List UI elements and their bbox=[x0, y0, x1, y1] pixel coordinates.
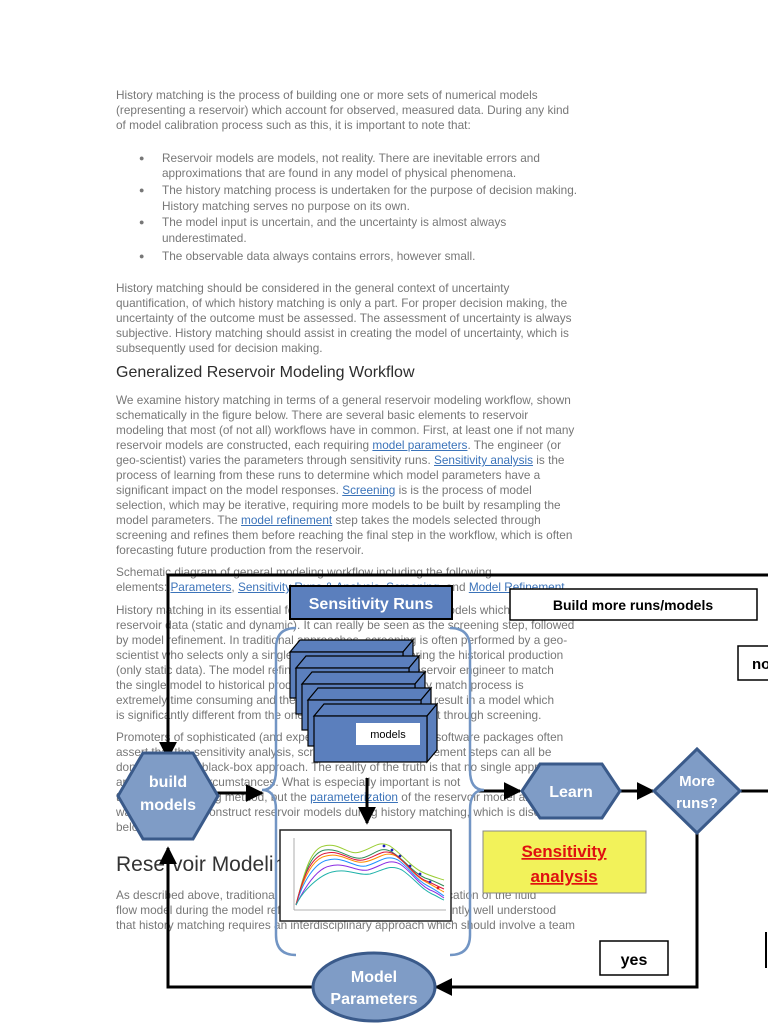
para3-line: forecasting future production from the r… bbox=[116, 543, 364, 557]
loop-top-arrow bbox=[159, 573, 768, 760]
intro-line: (representing a reservoir) which account… bbox=[116, 103, 570, 117]
bullet-text: The history matching process is undertak… bbox=[162, 183, 578, 197]
bullet-dot: ● bbox=[139, 185, 145, 195]
learn-node bbox=[520, 762, 622, 820]
left-brace bbox=[261, 626, 297, 957]
build-models-label: build bbox=[149, 774, 187, 791]
para6-line: way it is used to construct reservoir mo… bbox=[116, 805, 572, 819]
para6-line: done in a single black-box approach. The… bbox=[116, 760, 576, 774]
build-more-label: Build more runs/models bbox=[553, 597, 713, 613]
no-box bbox=[737, 645, 768, 681]
para3-line: modeling that most (of not all) workflow… bbox=[116, 423, 575, 437]
para3-line: We examine history matching in terms of … bbox=[116, 393, 571, 407]
para2-line: uncertainty of the outcome must be asses… bbox=[116, 311, 572, 325]
sensitivity-analysis-label: analysis bbox=[530, 867, 597, 886]
build-models-label: models bbox=[140, 797, 196, 814]
more-runs-node bbox=[651, 746, 743, 836]
bullet-text: Reservoir models are models, not reality… bbox=[162, 151, 540, 165]
bullet-dot: ● bbox=[139, 153, 145, 163]
bullet-text: approximations that are found in any mod… bbox=[162, 166, 517, 180]
para7-line: that history matching requires an interd… bbox=[116, 918, 576, 932]
model-parameters-label: Model bbox=[351, 969, 397, 986]
sensitivity-analysis-label: Sensitivity bbox=[521, 842, 607, 861]
no-label: no bbox=[752, 656, 768, 673]
sensitivity-analysis-box bbox=[482, 830, 647, 894]
build-models-node bbox=[116, 751, 220, 841]
para3-line: schematically in the figure below. There… bbox=[116, 408, 529, 422]
parameterization-link[interactable]: parameterization bbox=[310, 790, 398, 804]
para2-line: subsequently used for decision making. bbox=[116, 341, 323, 355]
yes-box bbox=[599, 940, 669, 976]
loop-left-arrow bbox=[159, 846, 312, 989]
para2-line: quantification, of which history matchin… bbox=[116, 296, 568, 310]
right-brace bbox=[449, 626, 485, 957]
para2-line: subjective. History matching should assi… bbox=[116, 326, 569, 340]
para3-line: reservoir models are constructed, each r… bbox=[116, 438, 562, 452]
more-runs-label: runs? bbox=[676, 795, 718, 812]
sensitivity-analysis-link[interactable]: Sensitivity analysis bbox=[434, 453, 534, 467]
more-runs-label: More bbox=[679, 773, 715, 790]
bullet-dot: ● bbox=[139, 217, 145, 227]
model-parameters-link[interactable]: model parameters bbox=[372, 438, 468, 452]
learn-label: Learn bbox=[549, 784, 593, 801]
loop-bottom-line bbox=[434, 832, 699, 996]
bullet-text: History matching serves no purpose on it… bbox=[162, 199, 410, 213]
para3-line: significant impact on the model response… bbox=[116, 483, 532, 497]
production-chart-plot bbox=[293, 838, 446, 911]
screening-link[interactable]: Screening bbox=[342, 483, 396, 497]
parameters-link[interactable]: Parameters bbox=[170, 580, 232, 594]
para3-line: geo-scientist) varies the parameters thr… bbox=[116, 453, 565, 467]
model-parameters-node bbox=[311, 951, 437, 1023]
models-label: models bbox=[370, 729, 406, 741]
sensitivity-runs-box bbox=[289, 585, 453, 620]
para2-line: History matching should be considered in… bbox=[116, 281, 510, 295]
model-refinement-link[interactable]: model refinement bbox=[241, 513, 333, 527]
bullet-dot: ● bbox=[139, 251, 145, 261]
bullet-text: underestimated. bbox=[162, 231, 247, 245]
build-more-box bbox=[509, 588, 758, 621]
workflow-heading: Generalized Reservoir Modeling Workflow bbox=[116, 364, 415, 381]
model-parameters-label: Parameters bbox=[330, 991, 417, 1008]
para3-line: screening and refines them before reachi… bbox=[116, 528, 573, 542]
bullet-text: The observable data always contains erro… bbox=[162, 249, 476, 263]
para3-line: selection, which may be iterative, requi… bbox=[116, 498, 561, 512]
bullet-text: The model input is uncertain, and the un… bbox=[162, 215, 507, 229]
intro-line: of model calibration process such as thi… bbox=[116, 118, 471, 132]
intro-line: History matching is the process of build… bbox=[116, 88, 538, 102]
yes-label: yes bbox=[621, 952, 648, 969]
para3-line: model parameters. The model refinement s… bbox=[116, 513, 541, 527]
models-label-box bbox=[356, 723, 420, 745]
sensitivity-runs-title: Sensitivity Runs bbox=[309, 596, 434, 613]
para3-line: process of learning from these runs to d… bbox=[116, 468, 541, 482]
